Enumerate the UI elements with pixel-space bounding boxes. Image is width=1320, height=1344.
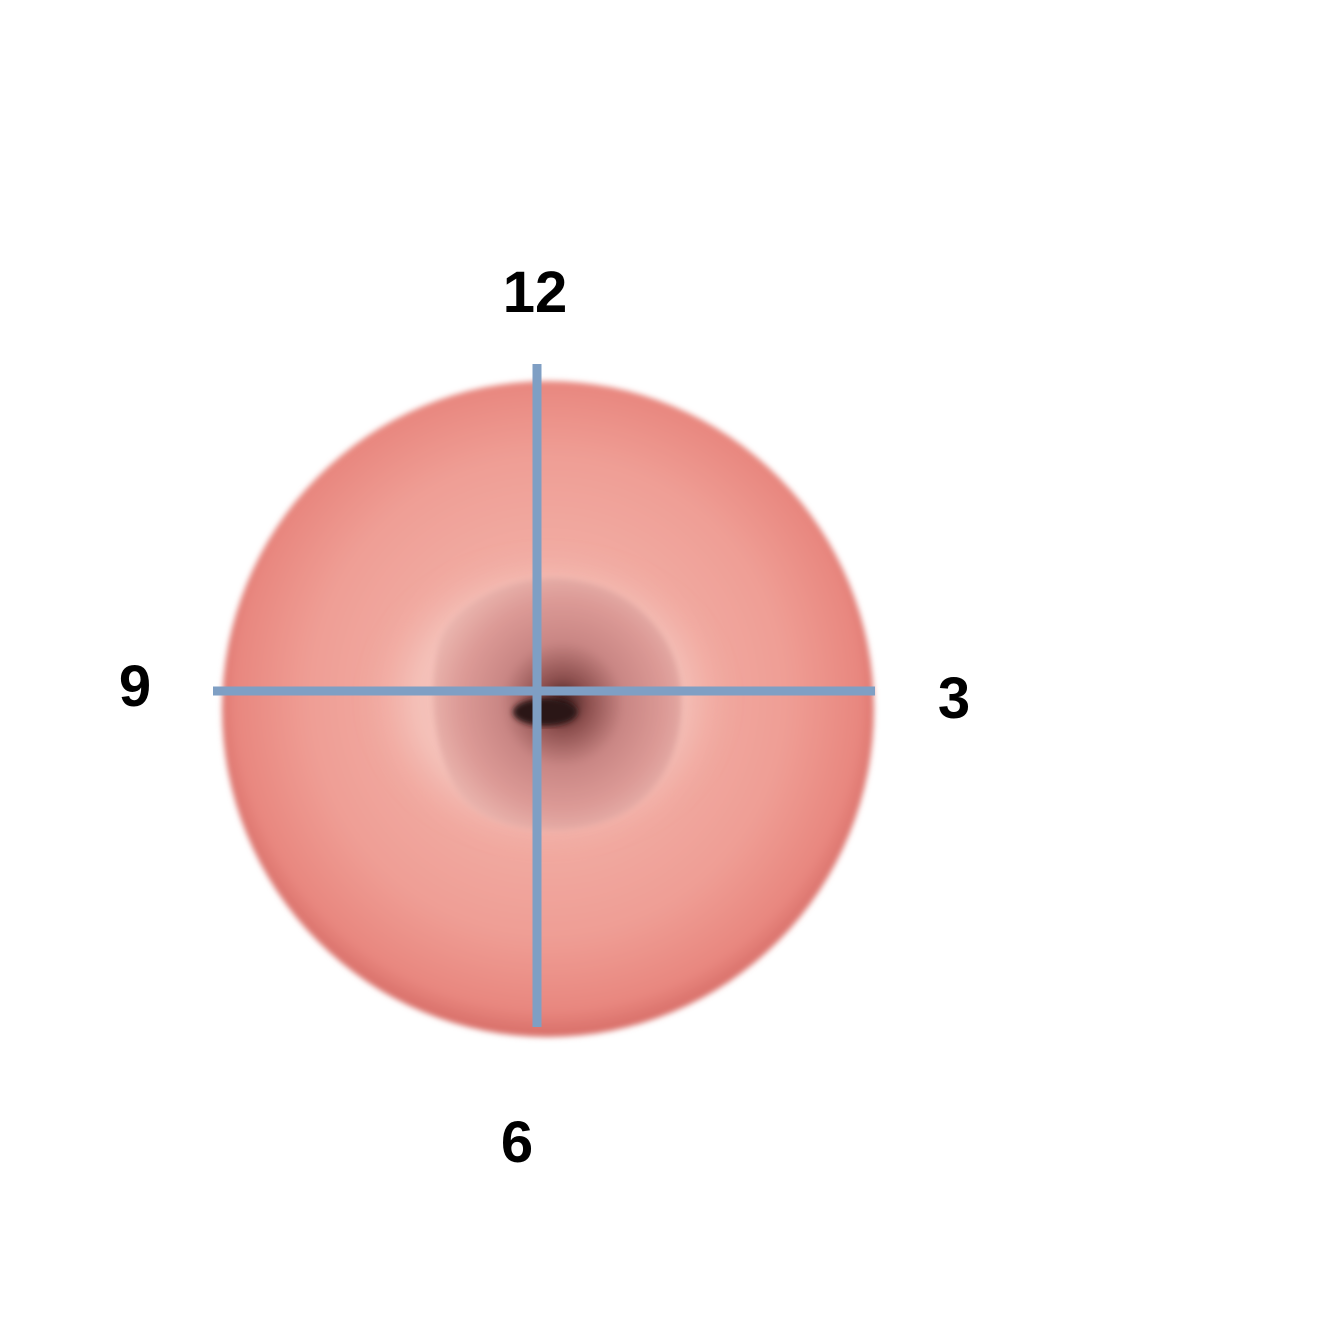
cervical-os-center (513, 698, 577, 726)
label-9-oclock: 9 (119, 654, 151, 719)
label-12-oclock: 12 (503, 260, 568, 325)
label-3-oclock: 3 (938, 666, 970, 731)
label-6-oclock: 6 (501, 1110, 533, 1175)
cervix-illustration (222, 381, 874, 1037)
clock-crosshair (213, 364, 875, 1027)
